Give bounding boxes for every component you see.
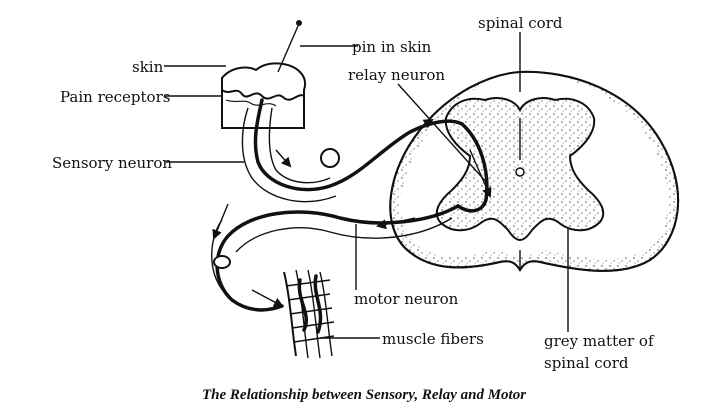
label-sensory-neuron: Sensory neuron — [52, 154, 172, 172]
sensory-neuron — [241, 98, 464, 203]
spinal-cord-section — [389, 70, 680, 272]
skin-block — [221, 20, 307, 129]
leader-lines — [164, 32, 569, 339]
motor-neuron — [211, 203, 460, 312]
label-relay-neuron: relay neuron — [348, 66, 445, 84]
muscle-fibers — [283, 269, 335, 359]
label-pin-in-skin: pin in skin — [352, 38, 432, 56]
diagram-caption: The Relationship between Sensory, Relay … — [202, 387, 526, 403]
label-grey-matter-line2: spinal cord — [544, 354, 629, 372]
label-pain-receptors: Pain receptors — [60, 88, 170, 106]
label-motor-neuron: motor neuron — [354, 290, 459, 308]
relay-neuron — [456, 122, 492, 213]
label-muscle-fibers: muscle fibers — [382, 330, 484, 348]
label-skin: skin — [132, 58, 164, 76]
label-grey-matter-line1: grey matter of — [544, 332, 655, 350]
label-spinal-cord: spinal cord — [478, 14, 563, 32]
